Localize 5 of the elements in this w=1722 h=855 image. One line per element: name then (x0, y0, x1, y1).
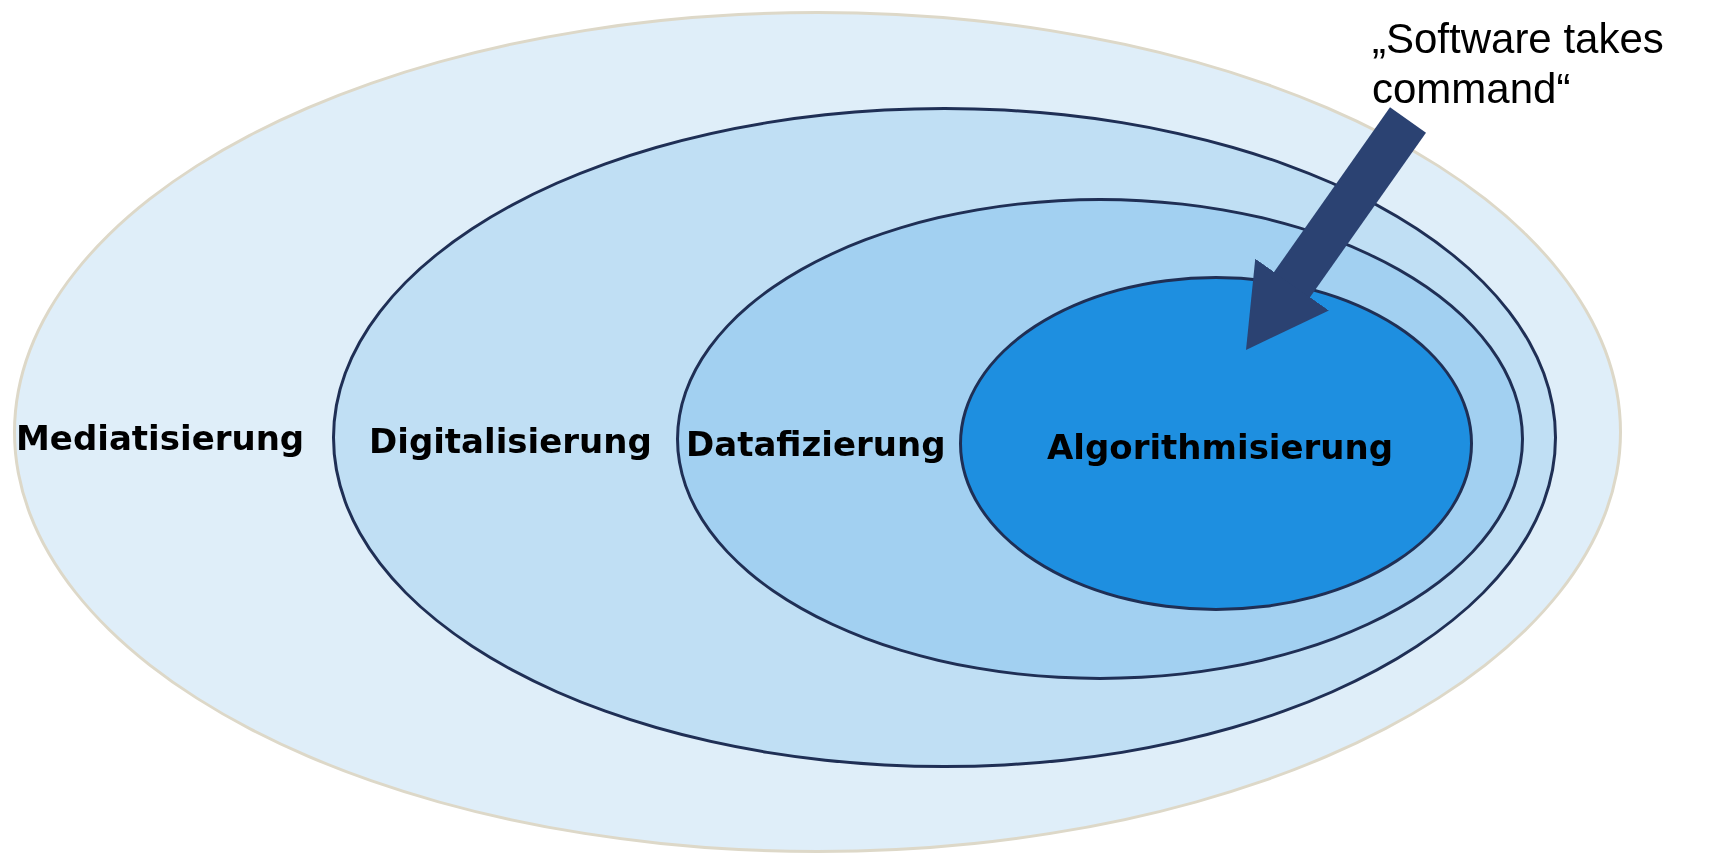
ellipse-label: Digitalisierung (369, 424, 652, 458)
ellipse-label: Mediatisierung (16, 421, 305, 455)
ellipse-label: Datafizierung (686, 427, 946, 461)
ellipse-label: Algorithmisierung (1047, 430, 1394, 464)
callout-text: „Software takes command“ (1372, 14, 1718, 118)
